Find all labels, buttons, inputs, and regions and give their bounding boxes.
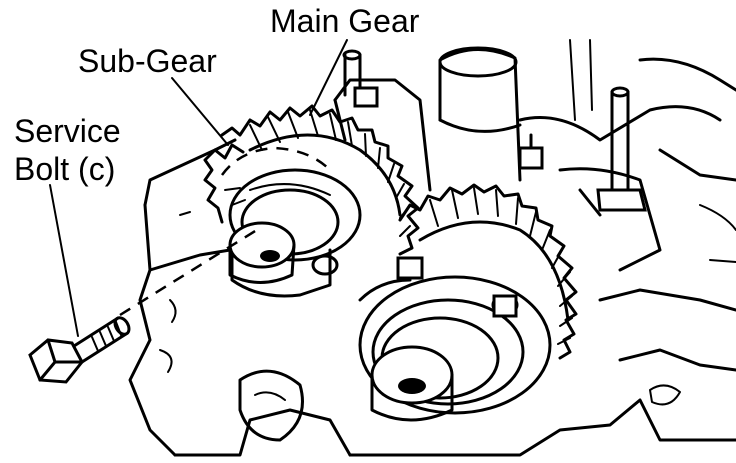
cylinder-head-casting [128,138,736,457]
sub-gear-label: Sub-Gear [78,43,217,79]
service-bolt-label-line2: Bolt (c) [14,151,115,187]
sub-gear-leader [171,77,229,146]
main-gear-label: Main Gear [270,3,420,39]
service-bolt-label-line1: Service [14,113,121,149]
driven-gear [398,183,578,360]
left-camshaft-hub [228,168,362,298]
service-bolt [28,226,261,384]
main-gear-leader [309,39,348,116]
service-bolt-leader [49,184,79,337]
sub-gear [203,143,331,224]
right-camshaft-hub [358,256,552,422]
leader-lines [49,39,348,337]
valve-train-background [333,39,736,272]
